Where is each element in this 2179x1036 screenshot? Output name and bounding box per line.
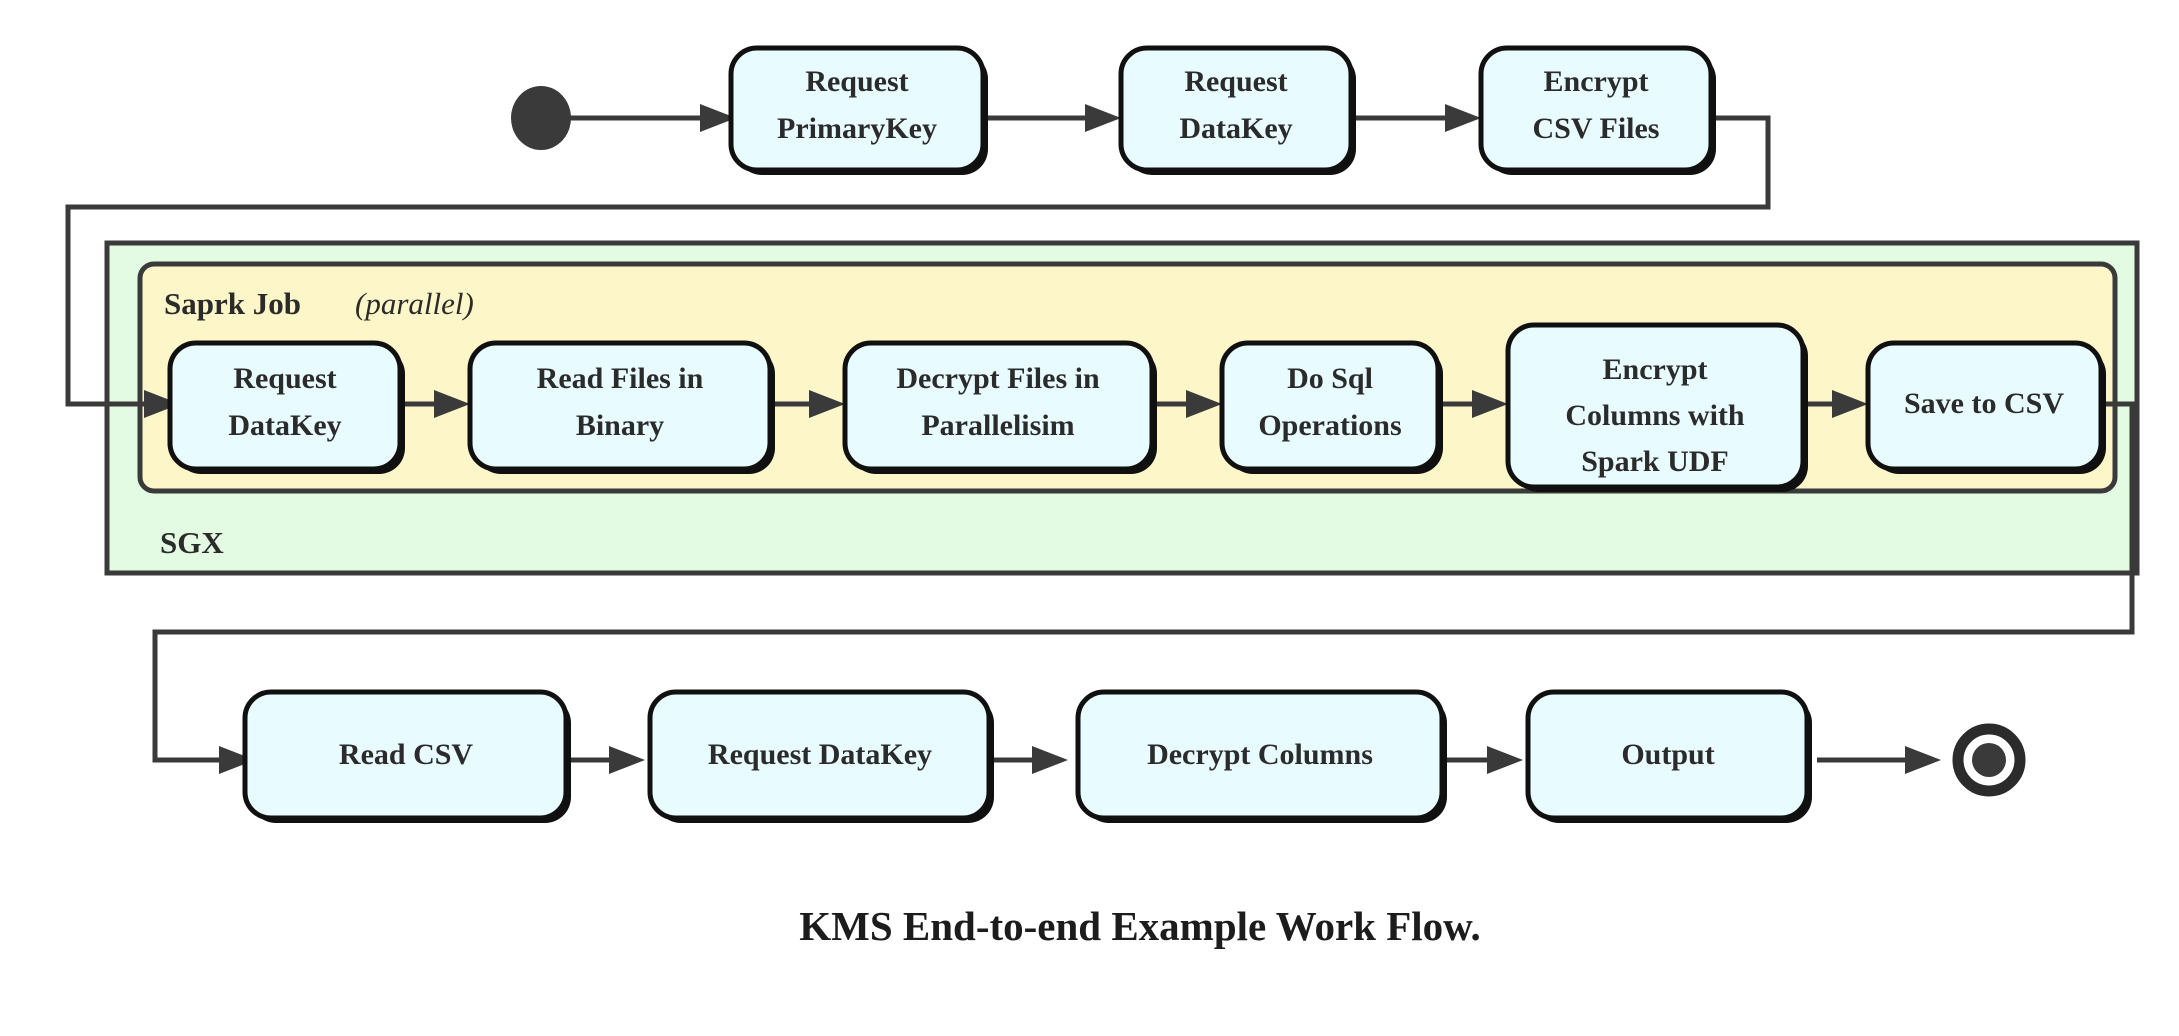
diagram-caption: KMS End-to-end Example Work Flow. xyxy=(799,903,1481,949)
arrow-datakey-to-encrypt-csv xyxy=(1445,104,1481,132)
node-label-line-2: PrimaryKey xyxy=(777,112,937,145)
edge-save-to-csv-to-read-csv xyxy=(152,401,2135,763)
arrow-primarykey-to-datakey xyxy=(1085,104,1121,132)
node-read-files-in-binary[interactable]: Read Files in Binary xyxy=(467,340,775,474)
arrow-into-mid-datakey xyxy=(144,390,180,418)
node-save-to-csv[interactable]: Save to CSV xyxy=(1865,340,2106,474)
node-label-line-1: Save to CSV xyxy=(1904,387,2064,420)
end-marker xyxy=(1952,723,2026,797)
arrow-mid-5-6 xyxy=(1832,390,1868,418)
node-label-line-3: Spark UDF xyxy=(1581,445,1729,478)
start-circle-icon xyxy=(511,86,571,150)
node-body[interactable] xyxy=(647,689,992,821)
node-read-csv[interactable]: Read CSV xyxy=(242,689,571,823)
node-label-line-1: Encrypt xyxy=(1603,353,1708,386)
node-do-sql-operations[interactable]: Do Sql Operations xyxy=(1219,340,1443,474)
arrow-mid-1-2 xyxy=(434,390,470,418)
node-label-line-1: Request xyxy=(233,362,336,395)
node-encrypt-columns-with-spark-udf[interactable]: Encrypt Columns with Spark UDF xyxy=(1505,322,1808,492)
arrow-bot-3-4 xyxy=(1487,746,1523,774)
node-body[interactable] xyxy=(1505,322,1806,490)
node-body[interactable] xyxy=(1219,340,1441,472)
node-request-datakey-mid[interactable]: Request DataKey xyxy=(167,340,405,474)
start-marker xyxy=(511,86,571,150)
spark-job-parallel-label: (parallel) xyxy=(355,286,474,321)
node-label-line-1: Request DataKey xyxy=(708,738,932,771)
node-label-line-1: Request xyxy=(1184,65,1287,98)
node-label-line-1: Output xyxy=(1621,738,1714,771)
edge-encrypt-csv-to-mid-datakey xyxy=(65,115,1771,407)
arrow-bot-1-2 xyxy=(609,746,645,774)
node-request-datakey-top[interactable]: Request DataKey xyxy=(1118,45,1356,175)
node-label-line-2: DataKey xyxy=(1179,112,1292,145)
node-label-line-2: Binary xyxy=(576,409,664,442)
arrow-bot-2-3 xyxy=(1032,746,1068,774)
node-label-line-1: Read CSV xyxy=(339,738,474,771)
node-body[interactable] xyxy=(1525,689,1810,821)
node-label-line-1: Request xyxy=(805,65,908,98)
node-body[interactable] xyxy=(1075,689,1445,821)
node-label-line-1: Decrypt Files in xyxy=(896,362,1100,395)
node-request-primarykey[interactable]: Request PrimaryKey xyxy=(728,45,988,175)
end-outer-circle-icon xyxy=(1952,723,2026,797)
node-body[interactable] xyxy=(167,340,403,472)
node-body[interactable] xyxy=(1478,45,1714,173)
node-decrypt-files-in-parallelisim[interactable]: Decrypt Files in Parallelisim xyxy=(842,340,1157,474)
sgx-container-label: SGX xyxy=(160,525,224,560)
node-label-line-1: Read Files in xyxy=(537,362,704,395)
node-body[interactable] xyxy=(242,689,569,821)
arrow-into-read-csv xyxy=(219,746,255,774)
node-label-line-2: DataKey xyxy=(228,409,341,442)
node-request-datakey-bottom[interactable]: Request DataKey xyxy=(647,689,994,823)
arrow-mid-3-4 xyxy=(1186,390,1222,418)
spark-job-label: Saprk Job xyxy=(164,286,301,321)
connectors xyxy=(65,104,2135,774)
node-body[interactable] xyxy=(1118,45,1354,173)
node-body[interactable] xyxy=(1865,340,2104,472)
node-label-line-2: Parallelisim xyxy=(921,409,1074,442)
node-body[interactable] xyxy=(842,340,1155,472)
arrow-output-to-end xyxy=(1905,746,1941,774)
node-decrypt-columns[interactable]: Decrypt Columns xyxy=(1075,689,1447,823)
node-label-line-2: Columns with xyxy=(1565,399,1745,432)
arrow-start-to-request-primarykey xyxy=(700,104,736,132)
node-output[interactable]: Output xyxy=(1525,689,1812,823)
node-label-line-2: CSV Files xyxy=(1533,112,1660,145)
arrow-mid-2-3 xyxy=(809,390,845,418)
node-body[interactable] xyxy=(467,340,773,472)
arrow-mid-4-5 xyxy=(1472,390,1508,418)
node-body[interactable] xyxy=(728,45,986,173)
node-label-line-1: Do Sql xyxy=(1287,362,1373,395)
end-inner-circle-icon xyxy=(1972,743,2006,777)
node-label-line-1: Decrypt Columns xyxy=(1147,738,1373,771)
node-encrypt-csv-files[interactable]: Encrypt CSV Files xyxy=(1478,45,1716,175)
node-label-line-2: Operations xyxy=(1258,409,1401,442)
node-label-line-1: Encrypt xyxy=(1544,65,1649,98)
